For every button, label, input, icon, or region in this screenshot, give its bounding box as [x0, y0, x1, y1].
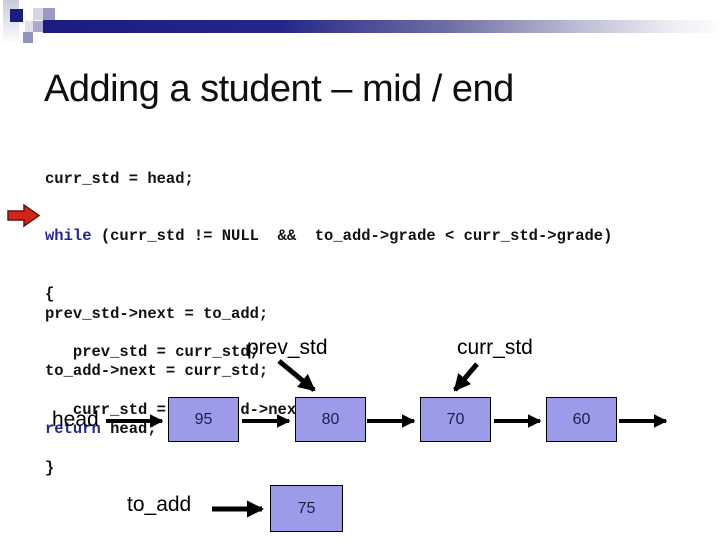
- code-line: prev_std->next = to_add;: [45, 304, 269, 323]
- node-value: 95: [194, 410, 213, 428]
- curr-std-pointer-arrow: [453, 362, 479, 392]
- to-add-label: to_add: [127, 493, 192, 516]
- keyword-return: return: [45, 420, 101, 439]
- list-node: 80: [295, 397, 366, 442]
- node-value: 60: [572, 410, 591, 428]
- decor-square: [43, 8, 55, 20]
- node-value: 70: [446, 410, 465, 428]
- code-line: to_add->next = curr_std;: [45, 362, 269, 381]
- code-line: while (curr_std != NULL && to_add->grade…: [45, 227, 613, 246]
- decor-square: [33, 21, 43, 32]
- decor-square: [23, 32, 33, 43]
- node-value: 75: [297, 499, 316, 517]
- list-node: 95: [168, 397, 239, 442]
- curr-std-label: curr_std: [457, 336, 533, 359]
- prev-std-pointer-arrow: [277, 359, 316, 392]
- code-line: curr_std = head;: [45, 169, 194, 188]
- code-line: }: [45, 459, 55, 478]
- keyword-while: while: [45, 227, 92, 246]
- head-label: head: [52, 408, 99, 431]
- list-node: 60: [546, 397, 617, 442]
- code-line: return head;: [45, 420, 157, 439]
- node-value: 80: [321, 410, 340, 428]
- header-banner: [43, 20, 720, 33]
- decor-square: [10, 9, 23, 22]
- slide-title: Adding a student – mid / end: [44, 68, 514, 110]
- prev-std-label: prev_std: [247, 336, 328, 359]
- list-node: 70: [420, 397, 491, 442]
- diagram-arrows: [106, 359, 668, 518]
- code-line: {: [45, 285, 55, 304]
- new-node: 75: [270, 485, 343, 532]
- code-block-insert: prev_std->next = to_add; to_add->next = …: [45, 266, 268, 459]
- decor-square: [33, 8, 43, 20]
- decor-square: [25, 21, 33, 32]
- code-line: prev_std = curr_std;: [45, 343, 259, 362]
- red-arrow-icon: [7, 204, 41, 228]
